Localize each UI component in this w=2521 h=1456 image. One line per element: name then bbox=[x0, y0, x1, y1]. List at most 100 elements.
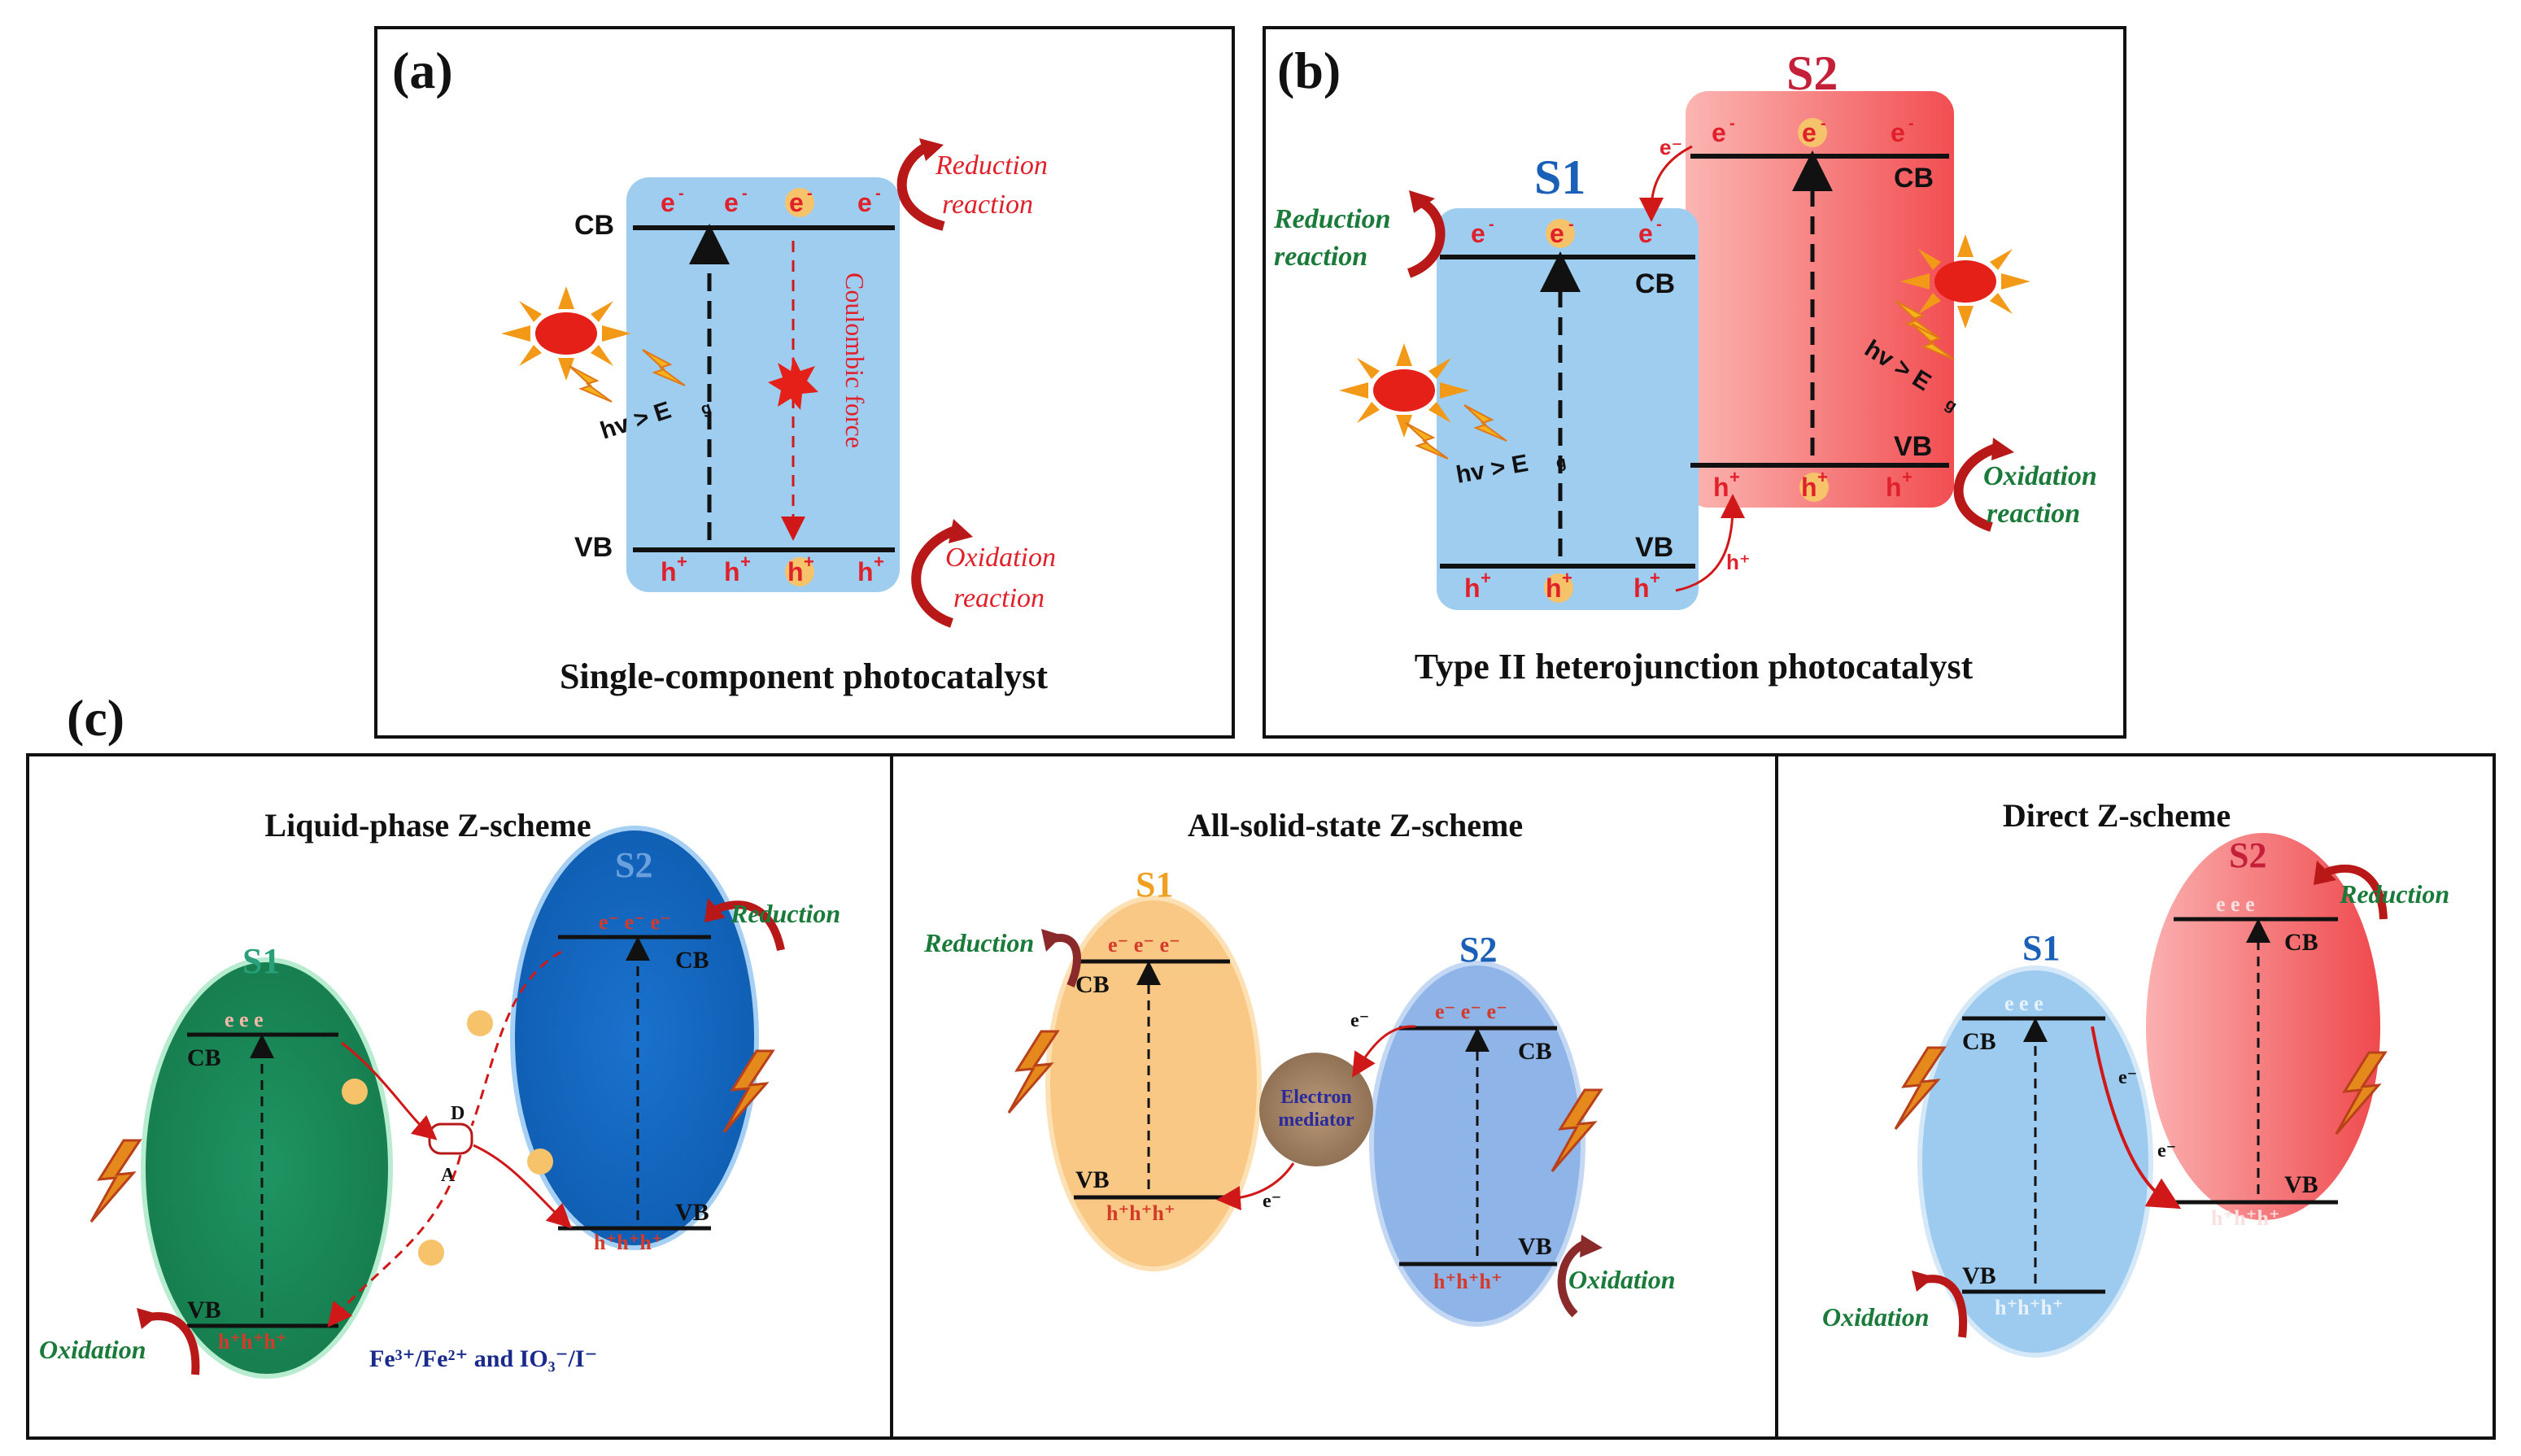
svg-text:+: + bbox=[1562, 568, 1572, 588]
liquid-oxidation-label: Oxidation bbox=[39, 1335, 146, 1364]
hole-b5: h bbox=[1801, 473, 1817, 502]
panel-a-tag: (a) bbox=[392, 41, 453, 99]
hole-b2: h bbox=[1546, 573, 1562, 603]
svg-text:+: + bbox=[1650, 568, 1660, 588]
liquid-reduction-label: Reduction bbox=[730, 899, 840, 928]
solid-s1-holes: h⁺h⁺h⁺ bbox=[1106, 1201, 1175, 1225]
panel-a: (a) CB VB e e e e ---- h h h h ++++ Coul… bbox=[374, 26, 1235, 739]
hole-a3: h bbox=[787, 557, 804, 586]
panel-c-solid: All-solid-state Z-scheme Electron mediat… bbox=[923, 807, 1676, 1327]
svg-text:+: + bbox=[1481, 568, 1491, 588]
band-block-s2 bbox=[1686, 91, 1954, 508]
oxidation-arrowhead-a bbox=[949, 519, 973, 543]
panel-c-direct: Direct Z-scheme S1 S2 CB VB CB VB e e e … bbox=[1822, 797, 2449, 1358]
panel-b-tag: (b) bbox=[1277, 41, 1341, 99]
liquid-reduction-arrowhead bbox=[704, 898, 726, 922]
solid-electron-label-2: e⁻ bbox=[1263, 1191, 1281, 1212]
direct-reduction-label: Reduction bbox=[2339, 879, 2449, 909]
electron-sup-s2-b: --- bbox=[1729, 115, 1914, 133]
electron-a1: e bbox=[661, 188, 675, 217]
liquid-dash-s2 bbox=[470, 950, 562, 1127]
svg-text:-: - bbox=[1489, 216, 1494, 233]
svg-text:-: - bbox=[807, 185, 813, 203]
direct-s1-holes: h⁺h⁺h⁺ bbox=[1995, 1296, 2064, 1319]
liquid-s2-cb-label: CB bbox=[675, 947, 709, 974]
acceptor-label: A bbox=[441, 1165, 456, 1186]
electron-a2: e bbox=[724, 188, 739, 217]
solid-oxidation-arrow bbox=[1557, 1240, 1585, 1318]
svg-text:+: + bbox=[804, 551, 814, 572]
direct-s2-vb-label: VB bbox=[2284, 1171, 2318, 1198]
mediator-label-2: mediator bbox=[1278, 1109, 1354, 1131]
solid-s2-label: S2 bbox=[1459, 930, 1497, 970]
svg-text:+: + bbox=[874, 551, 884, 572]
hole-b6: h bbox=[1886, 473, 1902, 502]
liquid-s1-label: S1 bbox=[242, 941, 280, 981]
reduction-label-a1: Reduction bbox=[935, 150, 1048, 181]
holes-a: h h h h bbox=[661, 557, 874, 586]
direct-s2-electrons: e e e bbox=[2216, 892, 2255, 916]
redox-mediator-box bbox=[428, 1123, 473, 1155]
solid-reduction-label: Reduction bbox=[923, 928, 1034, 957]
liquid-reduction-arrow bbox=[714, 900, 785, 952]
direct-s1-electrons: e e e bbox=[2004, 992, 2043, 1015]
liquid-electron-icon-1 bbox=[467, 1010, 493, 1036]
s1-label-b: S1 bbox=[1534, 150, 1585, 204]
liquid-title: Liquid-phase Z-scheme bbox=[264, 807, 591, 844]
electron-b4: e bbox=[1712, 118, 1726, 147]
vb-label-a: VB bbox=[574, 532, 613, 563]
electron-highlight-b1 bbox=[1546, 219, 1575, 248]
liquid-a-to-s2 bbox=[473, 1144, 572, 1229]
direct-s1-cb-label: CB bbox=[1962, 1028, 1996, 1055]
caption-b: Type II heterojunction photocatalyst bbox=[1415, 647, 1974, 687]
hole-b4: h bbox=[1713, 473, 1729, 502]
direct-title: Direct Z-scheme bbox=[2003, 797, 2231, 834]
solid-s2-cb-label: CB bbox=[1518, 1038, 1552, 1065]
electrons-a: e e e e bbox=[661, 188, 872, 217]
solid-s2-holes: h⁺h⁺h⁺ bbox=[1433, 1270, 1503, 1293]
band-block-a bbox=[626, 177, 900, 592]
electron-b5: e bbox=[1802, 118, 1817, 147]
solid-s2-to-mediator bbox=[1352, 1025, 1416, 1078]
svg-text:-: - bbox=[1908, 115, 1914, 133]
solid-mediator-to-s1 bbox=[1216, 1162, 1295, 1210]
hole-highlight-a bbox=[785, 557, 814, 586]
hole-sup-s2-b: +++ bbox=[1729, 467, 1913, 487]
cb-label-s1-b: CB bbox=[1635, 268, 1675, 299]
electron-mediator-sphere bbox=[1259, 1053, 1373, 1166]
svg-text:-: - bbox=[1729, 115, 1735, 133]
direct-reduction-arrow bbox=[2325, 864, 2388, 920]
liquid-s1-electrons: e e e bbox=[225, 1008, 264, 1031]
reduction-arrowhead-b bbox=[1409, 190, 1435, 213]
solid-s2-electrons: e⁻ e⁻ e⁻ bbox=[1435, 1000, 1507, 1023]
electron-b6: e bbox=[1891, 118, 1905, 147]
svg-text:+: + bbox=[1817, 467, 1828, 487]
liquid-s1-to-d bbox=[341, 1041, 438, 1140]
direct-oxidation-label: Oxidation bbox=[1822, 1302, 1930, 1332]
solid-electron-label-1: e⁻ bbox=[1350, 1010, 1369, 1031]
liquid-s2-holes: h⁺h⁺h⁺ bbox=[594, 1231, 663, 1254]
solid-s1-vb-label: VB bbox=[1075, 1166, 1110, 1193]
direct-transfer-arrow bbox=[2091, 1026, 2182, 1210]
liquid-electron-icon-4 bbox=[418, 1240, 444, 1266]
reduction-label-b2: reaction bbox=[1274, 242, 1367, 272]
liquid-oxidation-arrowhead bbox=[137, 1308, 159, 1329]
cb-label-a: CB bbox=[574, 210, 614, 241]
direct-electron-label-1: e⁻ bbox=[2118, 1067, 2137, 1088]
direct-s2-holes: h⁺h⁺h⁺ bbox=[2211, 1206, 2280, 1230]
oxidation-label-a2: reaction bbox=[953, 583, 1045, 613]
electron-b1: e bbox=[1471, 219, 1485, 248]
liquid-s1-holes: h⁺h⁺h⁺ bbox=[218, 1330, 287, 1354]
oxidation-label-a1: Oxidation bbox=[945, 543, 1056, 573]
liquid-electron-icon-2 bbox=[342, 1079, 368, 1105]
svg-text:+: + bbox=[740, 551, 751, 572]
redox-pair-label: Fe³⁺/Fe²⁺ and IO₃⁻/I⁻ bbox=[369, 1345, 597, 1372]
svg-text:-: - bbox=[1656, 216, 1662, 233]
svg-text:-: - bbox=[875, 185, 881, 203]
hole-sup-a: ++++ bbox=[677, 551, 884, 572]
electron-a4: e bbox=[857, 188, 872, 217]
solid-reduction-arrowhead bbox=[1041, 929, 1062, 952]
reduction-arrow-a bbox=[896, 142, 945, 231]
hole-highlight-b1 bbox=[1544, 573, 1573, 603]
liquid-s1-vb-label: VB bbox=[187, 1297, 221, 1323]
